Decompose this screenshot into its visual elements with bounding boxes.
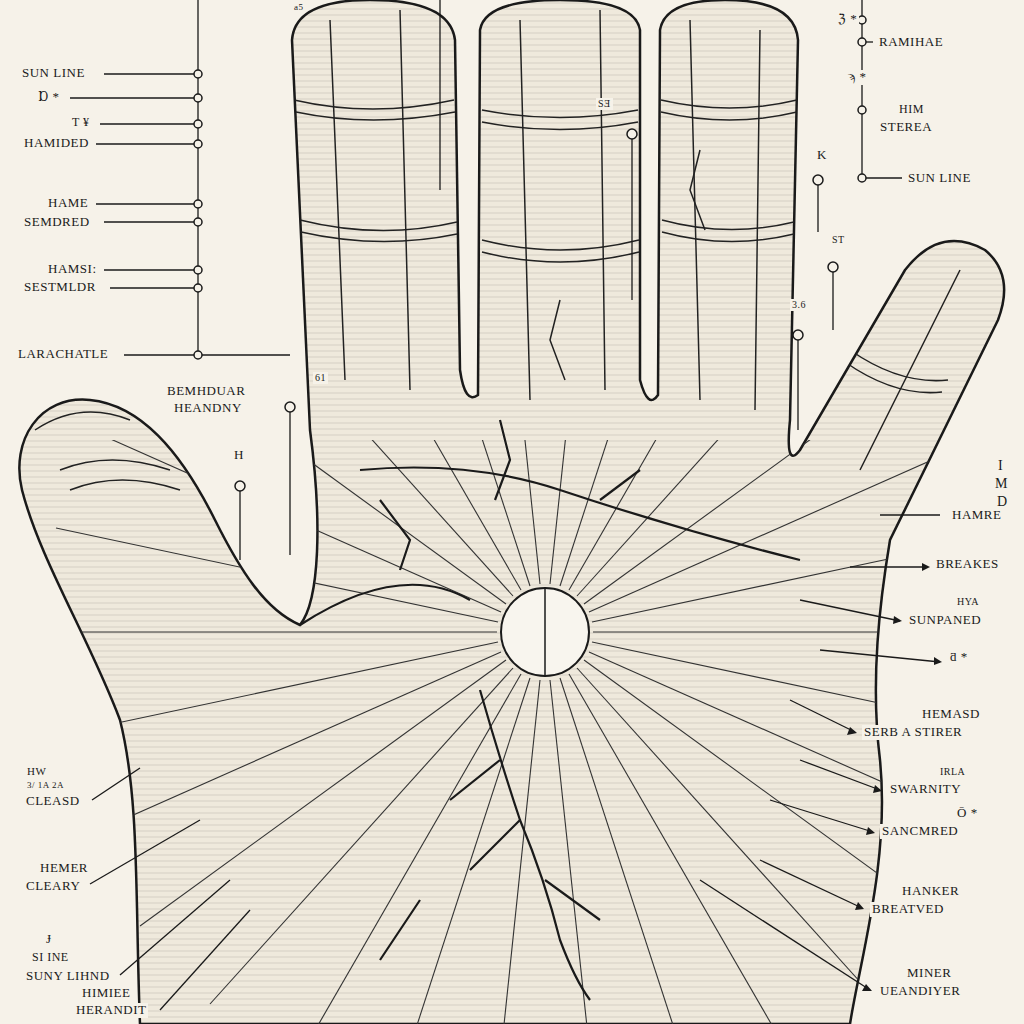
callout-label: Ɉ (44, 932, 54, 947)
callout-label: HANKER (900, 884, 961, 899)
leader-dots (194, 16, 866, 491)
callout-label: HERANDIT (74, 1003, 148, 1018)
callout-label: SERB A STIRER (862, 725, 964, 740)
callout-label: SUN LINE (20, 66, 87, 81)
callout-label: CLEASD (24, 794, 82, 809)
callout-label: HAMSI: (46, 262, 99, 277)
callout-label: SESTMLDR (22, 280, 98, 295)
callout-label: RAMIHAE (877, 35, 945, 50)
callout-label: LARACHATLE (16, 347, 110, 362)
callout-label: BREATVED (870, 902, 946, 917)
callout-label: HEMER (38, 861, 90, 876)
palm-rays (45, 440, 1024, 1024)
leader-lines (70, 0, 940, 1010)
callout-label: HW (25, 765, 48, 778)
callout-label: MINER (905, 966, 953, 981)
callout-label: UEANDIYER (878, 984, 962, 999)
callout-label: HIMIEE (80, 986, 133, 1001)
callout-label: M (993, 476, 1010, 492)
callout-label: ℨ * (836, 12, 859, 27)
callout-label: HAMIDED (22, 136, 91, 151)
callout-label: K (815, 148, 829, 163)
callout-label: SEMDRED (22, 215, 92, 230)
callout-label: SWARNITY (888, 782, 963, 797)
finger-creases (35, 10, 960, 490)
callout-label: SUNY LIHND (24, 969, 112, 984)
callout-label: 3/ 1A 2A (25, 780, 66, 790)
callout-label: SƎ (596, 98, 613, 110)
callout-label: BREAKES (934, 557, 1001, 572)
callout-label: ϡ * (846, 70, 868, 85)
callout-label: SUNPANED (907, 613, 983, 628)
callout-label: HIM (897, 103, 926, 117)
callout-label: I (996, 458, 1005, 474)
callout-label: 61 (313, 372, 328, 384)
callout-label: T ¥ (70, 116, 92, 130)
callout-label: HYA (955, 596, 981, 608)
callout-label: IRLA (938, 766, 967, 778)
sun-circle (501, 588, 589, 676)
callout-label: SANCMRED (880, 824, 960, 839)
callout-label: a5 (292, 2, 306, 12)
callout-label: BEMHDUAR (165, 384, 247, 399)
callout-label: ST (830, 234, 847, 246)
callout-label: SUN LINE (906, 171, 973, 186)
callout-label: SI INE (30, 951, 71, 965)
callout-label: Ō * (955, 806, 980, 821)
callout-label: 3.6 (790, 299, 808, 311)
callout-label: HAME (46, 196, 90, 211)
callout-label: ƌ * (948, 650, 970, 665)
palm-lines (300, 420, 800, 1000)
callout-label: H (232, 448, 246, 463)
callout-label: CLEARY (24, 879, 82, 894)
callout-label: HEANDNY (172, 401, 244, 416)
callout-label: STEREA (878, 120, 934, 135)
callout-label: HAMRE (950, 508, 1003, 523)
callout-label: Ɒ * (36, 90, 61, 105)
callout-label: HEMASD (920, 707, 982, 722)
